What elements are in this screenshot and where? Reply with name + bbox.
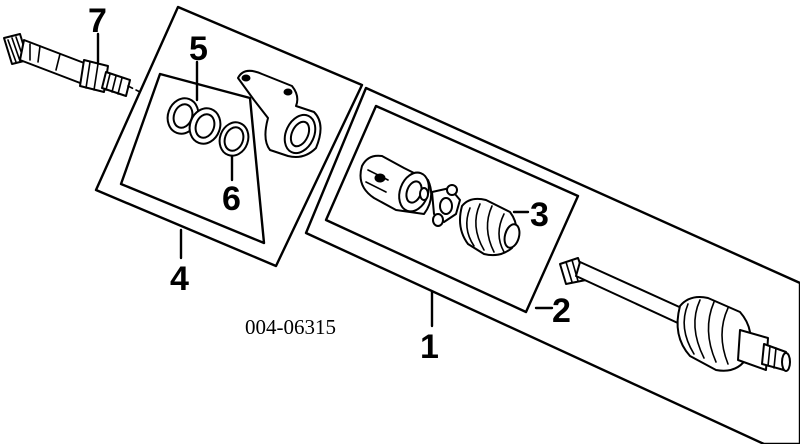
callout-1: 1 bbox=[420, 328, 439, 366]
callout-2: 2 bbox=[552, 292, 571, 330]
spider bbox=[431, 184, 461, 227]
kit-panel-4 bbox=[94, 5, 364, 268]
kit-panel-1 bbox=[304, 86, 800, 444]
callout-4: 4 bbox=[170, 260, 189, 298]
intermediate-shaft bbox=[3, 33, 141, 97]
callouts: 7 5 6 4 3 2 1 004-06315 bbox=[88, 2, 571, 366]
leader-lines bbox=[96, 32, 554, 328]
outer-shaft bbox=[559, 257, 791, 372]
inner-joint-housing bbox=[359, 154, 433, 215]
callout-7: 7 bbox=[88, 2, 107, 40]
callout-6: 6 bbox=[222, 180, 241, 218]
reference-code: 004-06315 bbox=[245, 315, 336, 339]
seal-rings bbox=[166, 97, 250, 157]
inner-boot bbox=[459, 197, 521, 257]
callout-3: 3 bbox=[530, 196, 549, 234]
callout-5: 5 bbox=[189, 30, 208, 68]
tripod-housing bbox=[237, 69, 322, 158]
